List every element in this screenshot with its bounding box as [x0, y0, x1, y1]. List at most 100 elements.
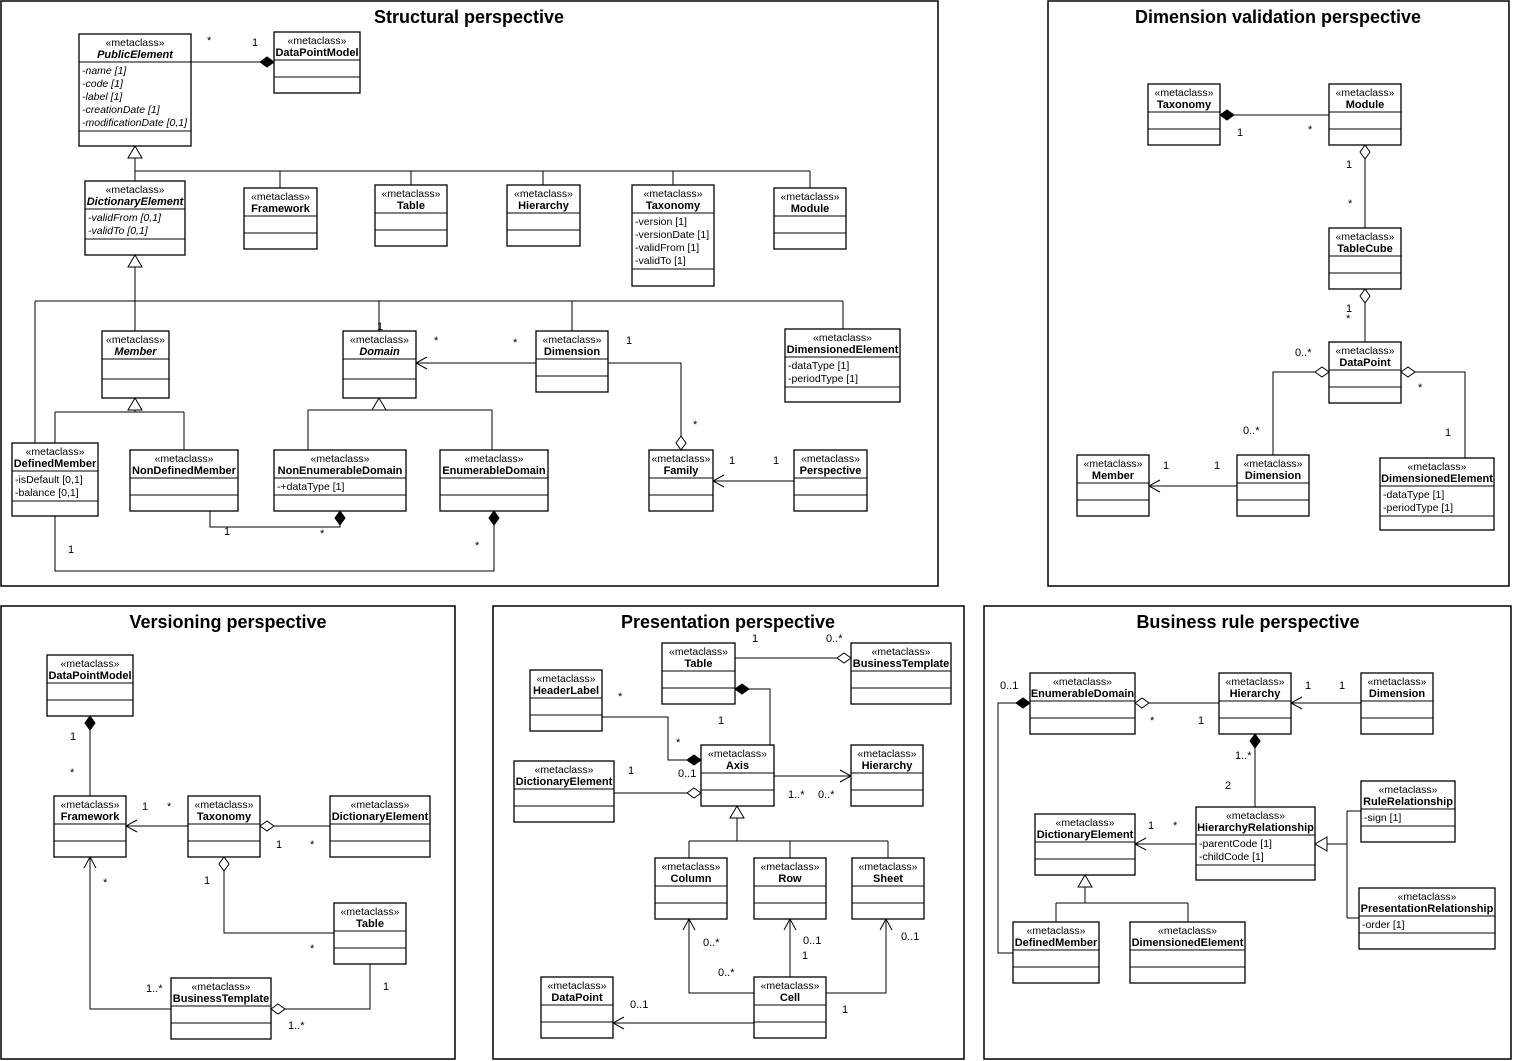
stereotype-label: «metaclass» — [1226, 810, 1285, 822]
class-name: Hierarchy — [518, 200, 570, 212]
stereotype-label: «metaclass» — [1336, 345, 1395, 357]
class-dimension2[interactable]: «metaclass»Dimension — [1236, 454, 1310, 517]
class-cell4[interactable]: «metaclass»Cell — [753, 976, 827, 1039]
multiplicity-label: 1 — [252, 37, 258, 49]
class-headerlabel4[interactable]: «metaclass»HeaderLabel — [529, 669, 603, 732]
class-name: EnumerableDomain — [1031, 688, 1135, 700]
class-attribute: -code [1] — [82, 78, 124, 90]
class-dpm1[interactable]: «metaclass»DataPointModel — [273, 31, 361, 94]
multiplicity-label: 1 — [1148, 820, 1154, 832]
class-family1[interactable]: «metaclass»Family — [648, 449, 714, 512]
class-name: DictionaryElement — [1037, 829, 1134, 841]
class-bt4[interactable]: «metaclass»BusinessTemplate — [850, 642, 952, 705]
aggregation-diamond — [1359, 144, 1371, 160]
class-attribute: -parentCode [1] — [1199, 838, 1272, 850]
class-domain1[interactable]: «metaclass»Domain — [342, 330, 417, 399]
panel-title-dimval: Dimension validation perspective — [1135, 7, 1421, 27]
class-box — [1029, 672, 1136, 735]
class-sheet4[interactable]: «metaclass»Sheet — [851, 857, 925, 920]
class-name: Dimension — [1369, 688, 1426, 700]
aggregation-diamond — [270, 1003, 286, 1015]
class-name: Taxonomy — [1157, 99, 1212, 111]
class-datapoint2[interactable]: «metaclass»DataPoint — [1328, 341, 1402, 404]
class-axis4[interactable]: «metaclass»Axis — [700, 744, 775, 807]
class-table3[interactable]: «metaclass»Table — [333, 902, 407, 965]
class-attribute: -name [1] — [82, 65, 127, 77]
class-hierrel5[interactable]: «metaclass»HierarchyRelationship-parentC… — [1195, 806, 1316, 881]
class-hierarchy1[interactable]: «metaclass»Hierarchy — [506, 184, 581, 247]
association-line — [1401, 371, 1466, 458]
class-dimension5[interactable]: «metaclass»Dimension — [1360, 672, 1434, 735]
stereotype-label: «metaclass» — [311, 453, 370, 465]
class-table1[interactable]: «metaclass»Table — [374, 184, 448, 247]
class-taxonomy3[interactable]: «metaclass»Taxonomy — [187, 795, 261, 858]
class-dictelem1[interactable]: «metaclass»DictionaryElement-validFrom [… — [84, 180, 186, 256]
stereotype-label: «metaclass» — [1226, 676, 1285, 688]
class-attribute: -+dataType [1] — [277, 481, 345, 493]
class-nondefmember1[interactable]: «metaclass»NonDefinedMember — [129, 449, 239, 512]
generalization-arrowhead — [729, 805, 745, 819]
multiplicity-label: * — [1346, 313, 1351, 325]
association-line — [271, 964, 371, 1010]
class-name: DimensionedElement — [787, 344, 899, 356]
class-member2[interactable]: «metaclass»Member — [1076, 454, 1150, 517]
class-nonenumdomain1[interactable]: «metaclass»NonEnumerableDomain-+dataType… — [273, 449, 407, 512]
class-hierarchy5[interactable]: «metaclass»Hierarchy — [1218, 672, 1292, 735]
class-box — [1358, 887, 1496, 950]
class-publicelement[interactable]: «metaclass»PublicElement-name [1]-code [… — [78, 33, 192, 147]
class-dpm3[interactable]: «metaclass»DataPointModel — [46, 654, 134, 717]
multiplicity-label: * — [103, 877, 108, 889]
class-column4[interactable]: «metaclass»Column — [654, 857, 728, 920]
multiplicity-label: 0..1 — [1000, 680, 1018, 692]
class-attribute: -validTo [1] — [635, 255, 686, 267]
association-line — [54, 511, 495, 572]
class-box — [529, 669, 603, 732]
class-enumdomain1[interactable]: «metaclass»EnumerableDomain — [439, 449, 549, 512]
class-attribute: -modificationDate [0,1] — [82, 117, 188, 129]
class-hierarchy4[interactable]: «metaclass»Hierarchy — [850, 744, 924, 807]
class-dictelem5[interactable]: «metaclass»DictionaryElement — [1034, 813, 1136, 876]
class-row4[interactable]: «metaclass»Row — [753, 857, 827, 920]
class-attribute: -dataType [1] — [1383, 489, 1444, 501]
class-presrel5[interactable]: «metaclass»PresentationRelationship-orde… — [1358, 887, 1496, 950]
class-definedmember5[interactable]: «metaclass»DefinedMember — [1012, 921, 1100, 984]
composition-diamond — [686, 754, 702, 766]
class-box — [1360, 672, 1434, 735]
class-module1[interactable]: «metaclass»Module — [773, 187, 847, 250]
class-definedmember1[interactable]: «metaclass»DefinedMember-isDefault [0,1]… — [11, 442, 99, 517]
class-perspective1[interactable]: «metaclass»Perspective — [793, 449, 868, 512]
class-member1[interactable]: «metaclass»Member — [101, 330, 170, 399]
class-box — [773, 187, 847, 250]
class-datapoint4[interactable]: «metaclass»DataPoint — [540, 976, 614, 1039]
class-dictelem3[interactable]: «metaclass»DictionaryElement — [329, 795, 431, 858]
multiplicity-label: * — [1348, 198, 1353, 210]
multiplicity-label: * — [1173, 820, 1178, 832]
class-taxonomy2[interactable]: «metaclass»Taxonomy — [1147, 83, 1221, 146]
composition-diamond — [334, 510, 346, 526]
class-enumdomain5[interactable]: «metaclass»EnumerableDomain — [1029, 672, 1136, 735]
class-tablecube2[interactable]: «metaclass»TableCube — [1328, 227, 1402, 290]
class-name: Cell — [780, 992, 800, 1004]
multiplicity-label: 1..* — [788, 789, 805, 801]
multiplicity-label: 1 — [224, 526, 230, 538]
class-dimension1[interactable]: «metaclass»Dimension — [535, 330, 609, 393]
multiplicity-label: * — [167, 801, 172, 813]
class-framework3[interactable]: «metaclass»Framework — [53, 795, 127, 858]
class-dictelem4[interactable]: «metaclass»DictionaryElement — [513, 760, 615, 823]
stereotype-label: «metaclass» — [1084, 458, 1143, 470]
association-line — [608, 362, 682, 450]
class-taxonomy1[interactable]: «metaclass»Taxonomy-version [1]-versionD… — [631, 184, 715, 287]
class-table4[interactable]: «metaclass»Table — [661, 642, 736, 705]
class-dimelem1[interactable]: «metaclass»DimensionedElement-dataType [… — [784, 328, 901, 403]
class-dimelem2[interactable]: «metaclass»DimensionedElement-dataType [… — [1379, 457, 1495, 531]
class-dimelem5[interactable]: «metaclass»DimensionedElement — [1129, 921, 1246, 984]
generalization-arrowhead — [1077, 874, 1093, 888]
multiplicity-label: 0..* — [703, 937, 720, 949]
multiplicity-label: 1 — [752, 633, 758, 645]
class-module2[interactable]: «metaclass»Module — [1328, 83, 1402, 146]
class-framework1[interactable]: «metaclass»Framework — [243, 187, 318, 250]
class-box — [1328, 227, 1402, 290]
class-bt3[interactable]: «metaclass»BusinessTemplate — [170, 977, 272, 1040]
class-name: Family — [664, 465, 700, 477]
class-rulerel5[interactable]: «metaclass»RuleRelationship-sign [1] — [1360, 780, 1456, 843]
